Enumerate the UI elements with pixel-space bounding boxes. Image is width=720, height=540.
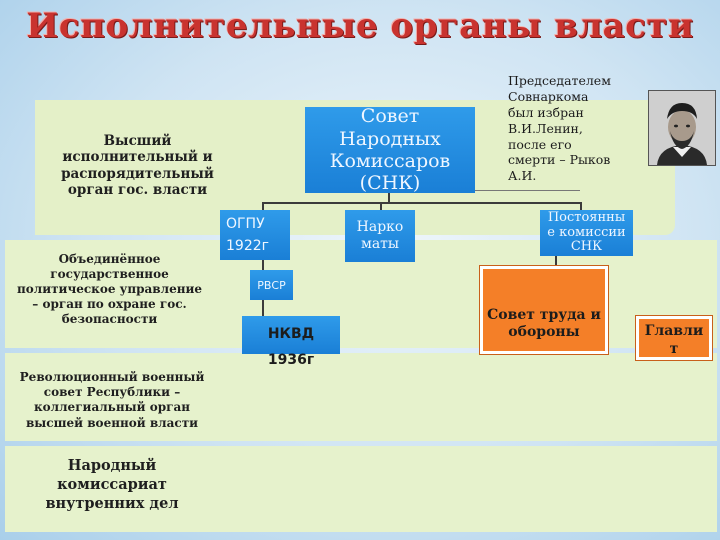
rvsr-desc-line-2: совет Республики – — [43, 385, 181, 400]
permanent-commissions-box: Постоянны е комиссии СНК — [540, 210, 633, 256]
narkomaty-line-2: маты — [360, 236, 400, 252]
snk-line-2: Народных — [339, 127, 441, 150]
nkvd-box: НКВД — [242, 316, 340, 354]
rvsr-box: РВСР — [250, 270, 293, 300]
rvsr-desc-line-1: Революционный военный — [19, 370, 205, 384]
ogpu-name: ОГПУ — [226, 215, 265, 232]
glavki-line-1: Главли — [644, 323, 704, 339]
supreme-desc-line-4: орган гос. власти — [67, 182, 208, 199]
ogpu-year: 1922г — [226, 238, 269, 254]
ogpu-desc-line-1: Объединённое — [58, 252, 161, 266]
council-line-2: обороны — [508, 323, 580, 340]
snk-line-1: Совет — [360, 105, 420, 128]
connector-rvsr-nkvd — [262, 300, 264, 316]
nkvd-year-label: 1936г — [242, 352, 340, 368]
nkvd-desc: Народный комиссариат внутренних дел — [22, 457, 202, 514]
permanent-line-1: Постоянны — [547, 209, 626, 225]
lenin-note-line-3: был избран — [508, 104, 584, 120]
rvsr-desc: Революционный военный совет Республики –… — [12, 370, 212, 431]
supreme-desc-line-2: исполнительный и — [62, 149, 213, 166]
lenin-note: Председателем Совнаркома был избран В.И.… — [508, 73, 648, 184]
ogpu-desc-line-3: политическое управление — [16, 282, 203, 296]
snk-line-4: (СНК) — [359, 172, 421, 195]
supreme-desc-line-1: Высший — [103, 133, 172, 149]
connector-horizontal — [262, 202, 582, 204]
band-nkvd — [5, 446, 717, 532]
permanent-line-3: СНК — [570, 239, 603, 255]
ogpu-box: ОГПУ 1922г — [220, 210, 290, 260]
lenin-note-line-5: после его — [508, 136, 572, 152]
council-line-1: Совет труда и — [487, 307, 601, 323]
page-title: Исполнительные органы власти — [26, 6, 694, 46]
connector-drop-permanent — [580, 202, 582, 210]
glavki-line-2: т — [669, 340, 679, 357]
permanent-line-2: е комиссии — [547, 224, 626, 240]
ogpu-desc-line-2: государственное — [50, 267, 169, 281]
nkvd-desc-line-3: внутренних дел — [45, 494, 179, 512]
nkvd-desc-line-2: комиссариат — [57, 475, 167, 493]
snk-line-3: Комиссаров — [329, 150, 451, 172]
rvsr-desc-line-3: коллегиальный орган — [33, 400, 191, 415]
connector-permanent-council — [555, 256, 557, 268]
connector-drop-narkomaty — [380, 202, 382, 212]
nkvd-desc-line-1: Народный — [67, 457, 157, 474]
portrait-photo — [648, 90, 716, 166]
glavki-box: Главли т — [636, 316, 712, 360]
lenin-note-line-4: В.И.Ленин, — [508, 120, 583, 136]
connector-drop-ogpu — [262, 202, 264, 212]
ogpu-desc: Объединённое государственное политическо… — [12, 252, 207, 327]
ogpu-desc-line-5: безопасности — [61, 312, 158, 326]
supreme-desc: Высший исполнительный и распорядительный… — [50, 133, 225, 199]
snk-box: Совет Народных Комиссаров (СНК) — [305, 105, 475, 195]
band-rvsr — [5, 353, 717, 441]
nkvd-name: НКВД — [267, 326, 315, 343]
lenin-note-line-6: смерти – Рыков — [508, 152, 611, 168]
rvsr-name: РВСР — [257, 278, 286, 292]
council-labor-defense-box: Совет труда и обороны — [480, 266, 608, 354]
connector-ogpu-rvsr — [262, 258, 264, 272]
portrait-icon — [649, 91, 715, 165]
lenin-note-line-1: Председателем — [508, 73, 611, 88]
narkomaty-box: Нарко маты — [345, 210, 415, 262]
supreme-desc-line-3: распорядительный — [61, 165, 214, 182]
narkomaty-line-1: Нарко — [356, 219, 404, 236]
connector-vertical-snk — [388, 193, 390, 203]
nkvd-year: 1936г — [267, 352, 315, 368]
lenin-note-line-7: А.И. — [508, 168, 537, 184]
ogpu-desc-line-4: – орган по охране гос. — [32, 297, 187, 311]
connector-lenin-h — [470, 190, 580, 191]
rvsr-desc-line-4: высшей военной власти — [25, 415, 199, 430]
lenin-note-line-2: Совнаркома — [508, 88, 589, 104]
